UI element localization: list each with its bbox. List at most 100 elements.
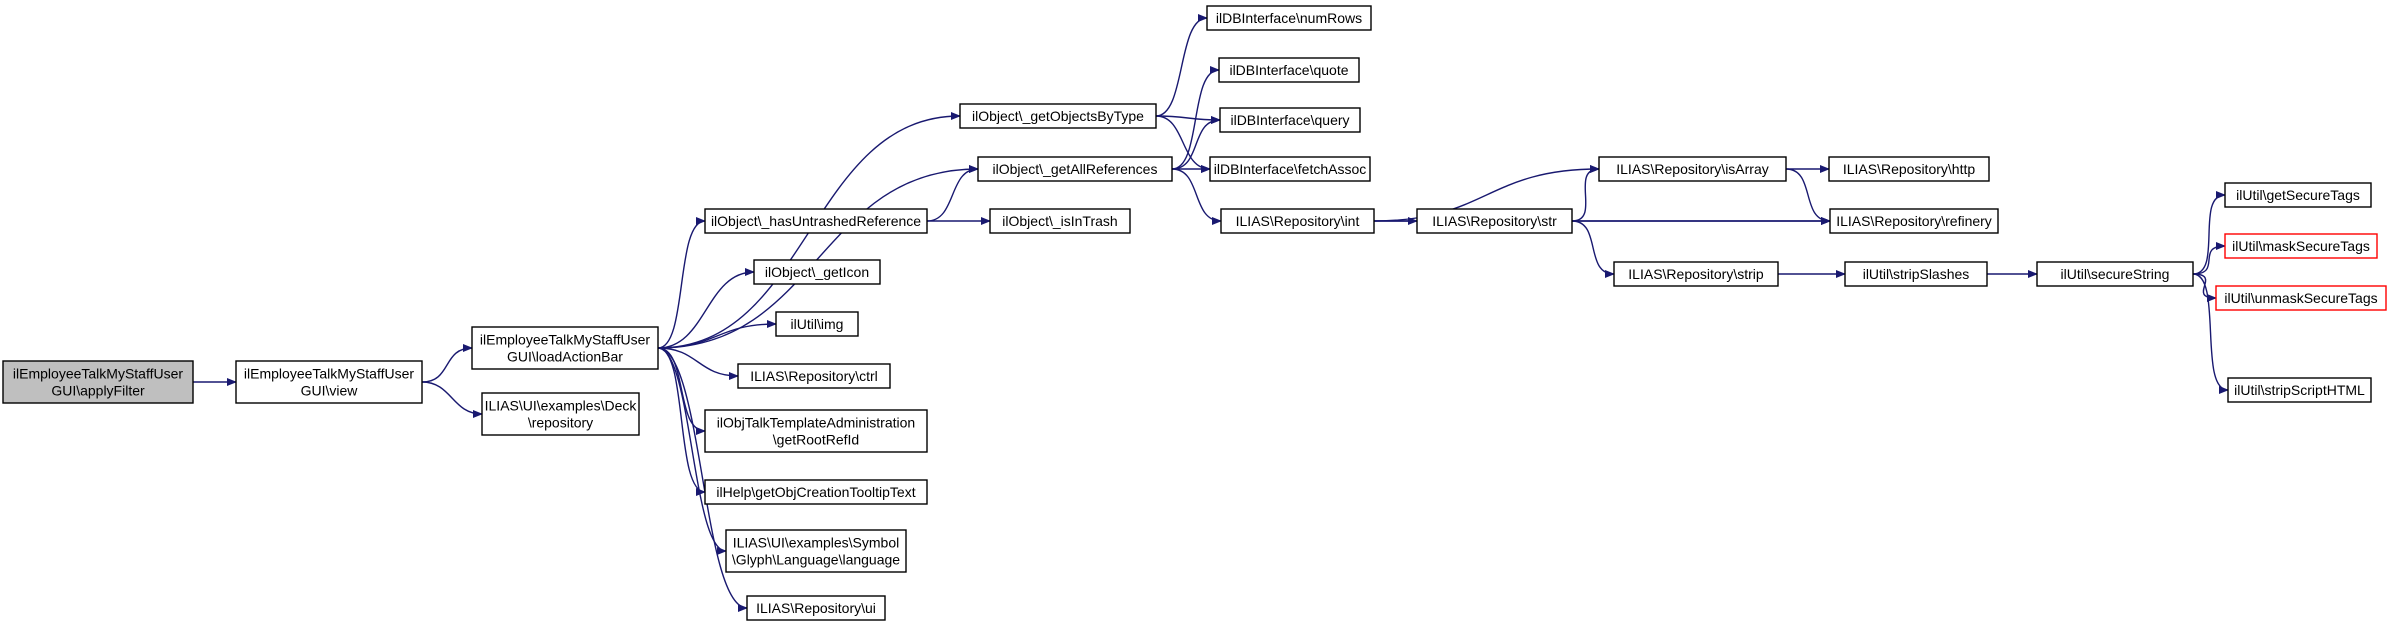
- edge-is-array-to-refinery: [1785, 168, 1831, 225]
- node-get-objects-by-type[interactable]: ilObject\_getObjectsByType: [959, 103, 1157, 129]
- node-label: ilObject\_getAllReferences: [993, 161, 1158, 177]
- edge-secure-string-to-mask-secure-tags: [2192, 242, 2226, 275]
- edge-str-to-is-array: [1571, 165, 1600, 222]
- node-label: GUI\applyFilter: [51, 383, 145, 399]
- node-label: ilDBInterface\numRows: [1216, 10, 1362, 26]
- node-strip-slashes[interactable]: ilUtil\stripSlashes: [1844, 261, 1988, 287]
- node-label: GUI\view: [301, 383, 359, 399]
- node-box: [2036, 261, 2194, 287]
- node-box: [1844, 261, 1988, 287]
- node-box: [1828, 156, 1990, 182]
- node-str[interactable]: ILIAS\Repository\str: [1416, 208, 1573, 234]
- node-label: ilEmployeeTalkMyStaffUser: [480, 332, 650, 348]
- nodes: ilEmployeeTalkMyStaffUserGUI\applyFilter…: [2, 5, 2387, 621]
- node-label: ilUtil\stripScriptHTML: [2234, 382, 2365, 398]
- node-strip[interactable]: ILIAS\Repository\strip: [1613, 261, 1779, 287]
- node-box: [1613, 261, 1779, 287]
- edge-load-action-bar-to-get-all-references: [657, 165, 979, 349]
- node-label: ilHelp\getObjCreationTooltipText: [716, 484, 915, 500]
- node-label: GUI\loadActionBar: [507, 349, 623, 365]
- node-box: [704, 409, 928, 453]
- node-strip-script-html[interactable]: ilUtil\stripScriptHTML: [2227, 377, 2372, 403]
- node-get-all-references[interactable]: ilObject\_getAllReferences: [977, 156, 1173, 182]
- node-get-icon[interactable]: ilObject\_getIcon: [753, 259, 881, 285]
- node-label: ILIAS\Repository\http: [1843, 161, 1976, 177]
- node-is-array[interactable]: ILIAS\Repository\isArray: [1598, 156, 1787, 182]
- node-label: \repository: [528, 415, 593, 431]
- node-box: [746, 595, 886, 621]
- node-has-untrashed[interactable]: ilObject\_hasUntrashedReference: [704, 208, 928, 234]
- node-img[interactable]: ilUtil\img: [775, 311, 859, 337]
- node-label: ilUtil\stripSlashes: [1863, 266, 1970, 282]
- node-num-rows[interactable]: ilDBInterface\numRows: [1206, 5, 1372, 31]
- node-deck-repo[interactable]: ILIAS\UI\examples\Deck\repository: [481, 392, 640, 436]
- node-box: [481, 392, 640, 436]
- node-box: [2, 360, 194, 404]
- node-box: [1416, 208, 1573, 234]
- node-box: [2224, 182, 2372, 208]
- node-label: ilDBInterface\quote: [1229, 62, 1348, 78]
- edge-get-objects-by-type-to-num-rows: [1155, 14, 1208, 117]
- node-get-secure-tags[interactable]: ilUtil\getSecureTags: [2224, 182, 2372, 208]
- edge-has-untrashed-to-get-all-references: [926, 165, 979, 222]
- node-query[interactable]: ilDBInterface\query: [1219, 107, 1361, 133]
- node-label: ilDBInterface\fetchAssoc: [1214, 161, 1367, 177]
- node-http[interactable]: ILIAS\Repository\http: [1828, 156, 1990, 182]
- node-label: ilDBInterface\query: [1230, 112, 1349, 128]
- edge-get-all-references-to-quote: [1171, 66, 1220, 170]
- node-box: [977, 156, 1173, 182]
- edge-view-to-deck-repo: [421, 381, 483, 418]
- node-label: ILIAS\Repository\ctrl: [750, 368, 878, 384]
- edge-load-action-bar-to-tooltip: [657, 347, 706, 496]
- edge-load-action-bar-to-ctrl: [657, 347, 739, 380]
- node-label: ILIAS\UI\examples\Symbol: [733, 535, 900, 551]
- edge-get-all-references-to-int: [1171, 168, 1222, 225]
- node-box: [753, 259, 881, 285]
- node-secure-string[interactable]: ilUtil\secureString: [2036, 261, 2194, 287]
- node-label: ilUtil\unmaskSecureTags: [2224, 290, 2377, 306]
- node-box: [1218, 57, 1360, 83]
- node-box: [775, 311, 859, 337]
- edge-load-action-bar-to-ui: [657, 347, 748, 612]
- node-box: [1219, 107, 1361, 133]
- node-box: [989, 208, 1131, 234]
- node-quote[interactable]: ilDBInterface\quote: [1218, 57, 1360, 83]
- node-ui[interactable]: ILIAS\Repository\ui: [746, 595, 886, 621]
- node-box: [2227, 377, 2372, 403]
- node-box: [2215, 285, 2387, 311]
- node-label: ilEmployeeTalkMyStaffUser: [244, 366, 414, 382]
- node-box: [704, 479, 928, 505]
- node-refinery[interactable]: ILIAS\Repository\refinery: [1829, 208, 1999, 234]
- node-box: [737, 363, 891, 389]
- edge-secure-string-to-get-secure-tags: [2192, 191, 2226, 275]
- node-label: ILIAS\Repository\isArray: [1616, 161, 1769, 177]
- node-label: ilObjTalkTemplateAdministration: [717, 415, 915, 431]
- node-label: ilUtil\getSecureTags: [2236, 187, 2360, 203]
- node-box: [471, 326, 659, 370]
- node-box: [959, 103, 1157, 129]
- node-tooltip[interactable]: ilHelp\getObjCreationTooltipText: [704, 479, 928, 505]
- node-label: ilEmployeeTalkMyStaffUser: [13, 366, 183, 382]
- node-label: ilUtil\secureString: [2061, 266, 2170, 282]
- node-label: \getRootRefId: [773, 432, 859, 448]
- node-load-action-bar[interactable]: ilEmployeeTalkMyStaffUserGUI\loadActionB…: [471, 326, 659, 370]
- edge-load-action-bar-to-get-icon: [657, 268, 755, 349]
- node-language[interactable]: ILIAS\UI\examples\Symbol\Glyph\Language\…: [725, 529, 907, 573]
- node-get-root-ref-id[interactable]: ilObjTalkTemplateAdministration\getRootR…: [704, 409, 928, 453]
- node-int[interactable]: ILIAS\Repository\int: [1220, 208, 1375, 234]
- node-ctrl[interactable]: ILIAS\Repository\ctrl: [737, 363, 891, 389]
- node-mask-secure-tags[interactable]: ilUtil\maskSecureTags: [2224, 233, 2378, 259]
- node-label: ILIAS\Repository\int: [1236, 213, 1360, 229]
- node-fetch-assoc[interactable]: ilDBInterface\fetchAssoc: [1209, 156, 1371, 182]
- node-unmask-secure-tags[interactable]: ilUtil\unmaskSecureTags: [2215, 285, 2387, 311]
- node-label: \Glyph\Language\language: [732, 552, 900, 568]
- node-box: [1220, 208, 1375, 234]
- node-box: [1206, 5, 1372, 31]
- node-is-in-trash[interactable]: ilObject\_isInTrash: [989, 208, 1131, 234]
- node-box: [704, 208, 928, 234]
- node-label: ilObject\_hasUntrashedReference: [711, 213, 921, 229]
- node-label: ILIAS\Repository\str: [1432, 213, 1557, 229]
